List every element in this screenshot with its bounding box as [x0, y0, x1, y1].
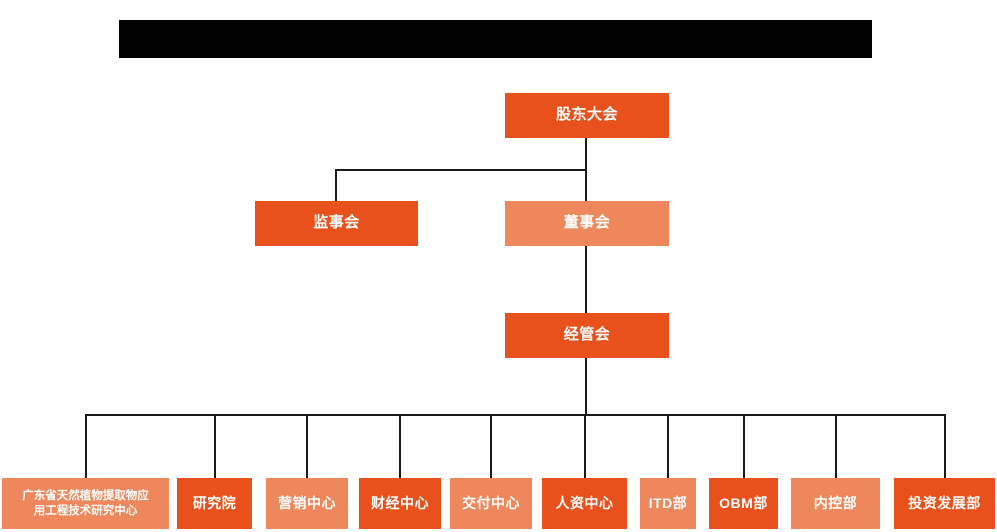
node-label: 研究院: [192, 494, 237, 511]
node-label: ITD部: [648, 494, 688, 511]
node-label: 营销中心: [278, 494, 336, 511]
node-internal-control-department[interactable]: 内控部: [791, 478, 880, 529]
connector-drop-research-institute: [214, 414, 216, 478]
connector-department-bus: [86, 414, 945, 416]
node-board-of-directors[interactable]: 董事会: [505, 201, 669, 246]
connector-drop-internal-control-department: [835, 414, 837, 478]
node-label: 广东省天然植物提取物应 用工程技术研究中心: [22, 490, 149, 517]
node-delivery-center[interactable]: 交付中心: [450, 478, 532, 529]
node-label: 股东大会: [555, 106, 618, 124]
node-management-committee[interactable]: 经管会: [505, 313, 669, 358]
node-label: 董事会: [563, 214, 611, 232]
redacted-title-bar: [119, 20, 872, 58]
node-research-institute[interactable]: 研究院: [177, 478, 252, 529]
connector-supervisory-drop: [335, 169, 337, 201]
connector-directors-to-management: [585, 246, 587, 313]
connector-management-stem: [585, 358, 587, 416]
connector-drop-delivery-center: [490, 414, 492, 478]
node-label: 交付中心: [462, 494, 520, 511]
node-label: 内控部: [813, 494, 858, 511]
node-label: 人资中心: [555, 494, 614, 511]
connector-drop-itd-department: [667, 414, 669, 478]
connector-l1-stem: [585, 138, 587, 171]
node-finance-center[interactable]: 财经中心: [359, 478, 441, 529]
node-obm-department[interactable]: OBM部: [709, 478, 778, 529]
connector-drop-hr-center: [584, 414, 586, 478]
connector-l1-bridge: [335, 169, 587, 171]
node-label: 监事会: [313, 214, 360, 232]
connector-drop-marketing-center: [306, 414, 308, 478]
node-supervisory-board[interactable]: 监事会: [255, 201, 418, 246]
connector-drop-guangdong-research-center: [85, 414, 87, 478]
node-itd-department[interactable]: ITD部: [640, 478, 696, 529]
node-label: 财经中心: [371, 494, 429, 511]
connector-drop-obm-department: [743, 414, 745, 478]
node-shareholders-meeting[interactable]: 股东大会: [505, 93, 669, 138]
connector-directors-drop: [585, 169, 587, 201]
node-marketing-center[interactable]: 营销中心: [266, 478, 348, 529]
node-investment-development-department[interactable]: 投资发展部: [894, 478, 995, 529]
node-label: 投资发展部: [908, 494, 981, 511]
connector-drop-finance-center: [399, 414, 401, 478]
node-hr-center[interactable]: 人资中心: [542, 478, 627, 529]
node-label: 经管会: [563, 326, 611, 344]
connector-drop-investment-development-department: [944, 414, 946, 478]
node-guangdong-research-center[interactable]: 广东省天然植物提取物应 用工程技术研究中心: [2, 478, 169, 529]
node-label: OBM部: [719, 494, 768, 511]
